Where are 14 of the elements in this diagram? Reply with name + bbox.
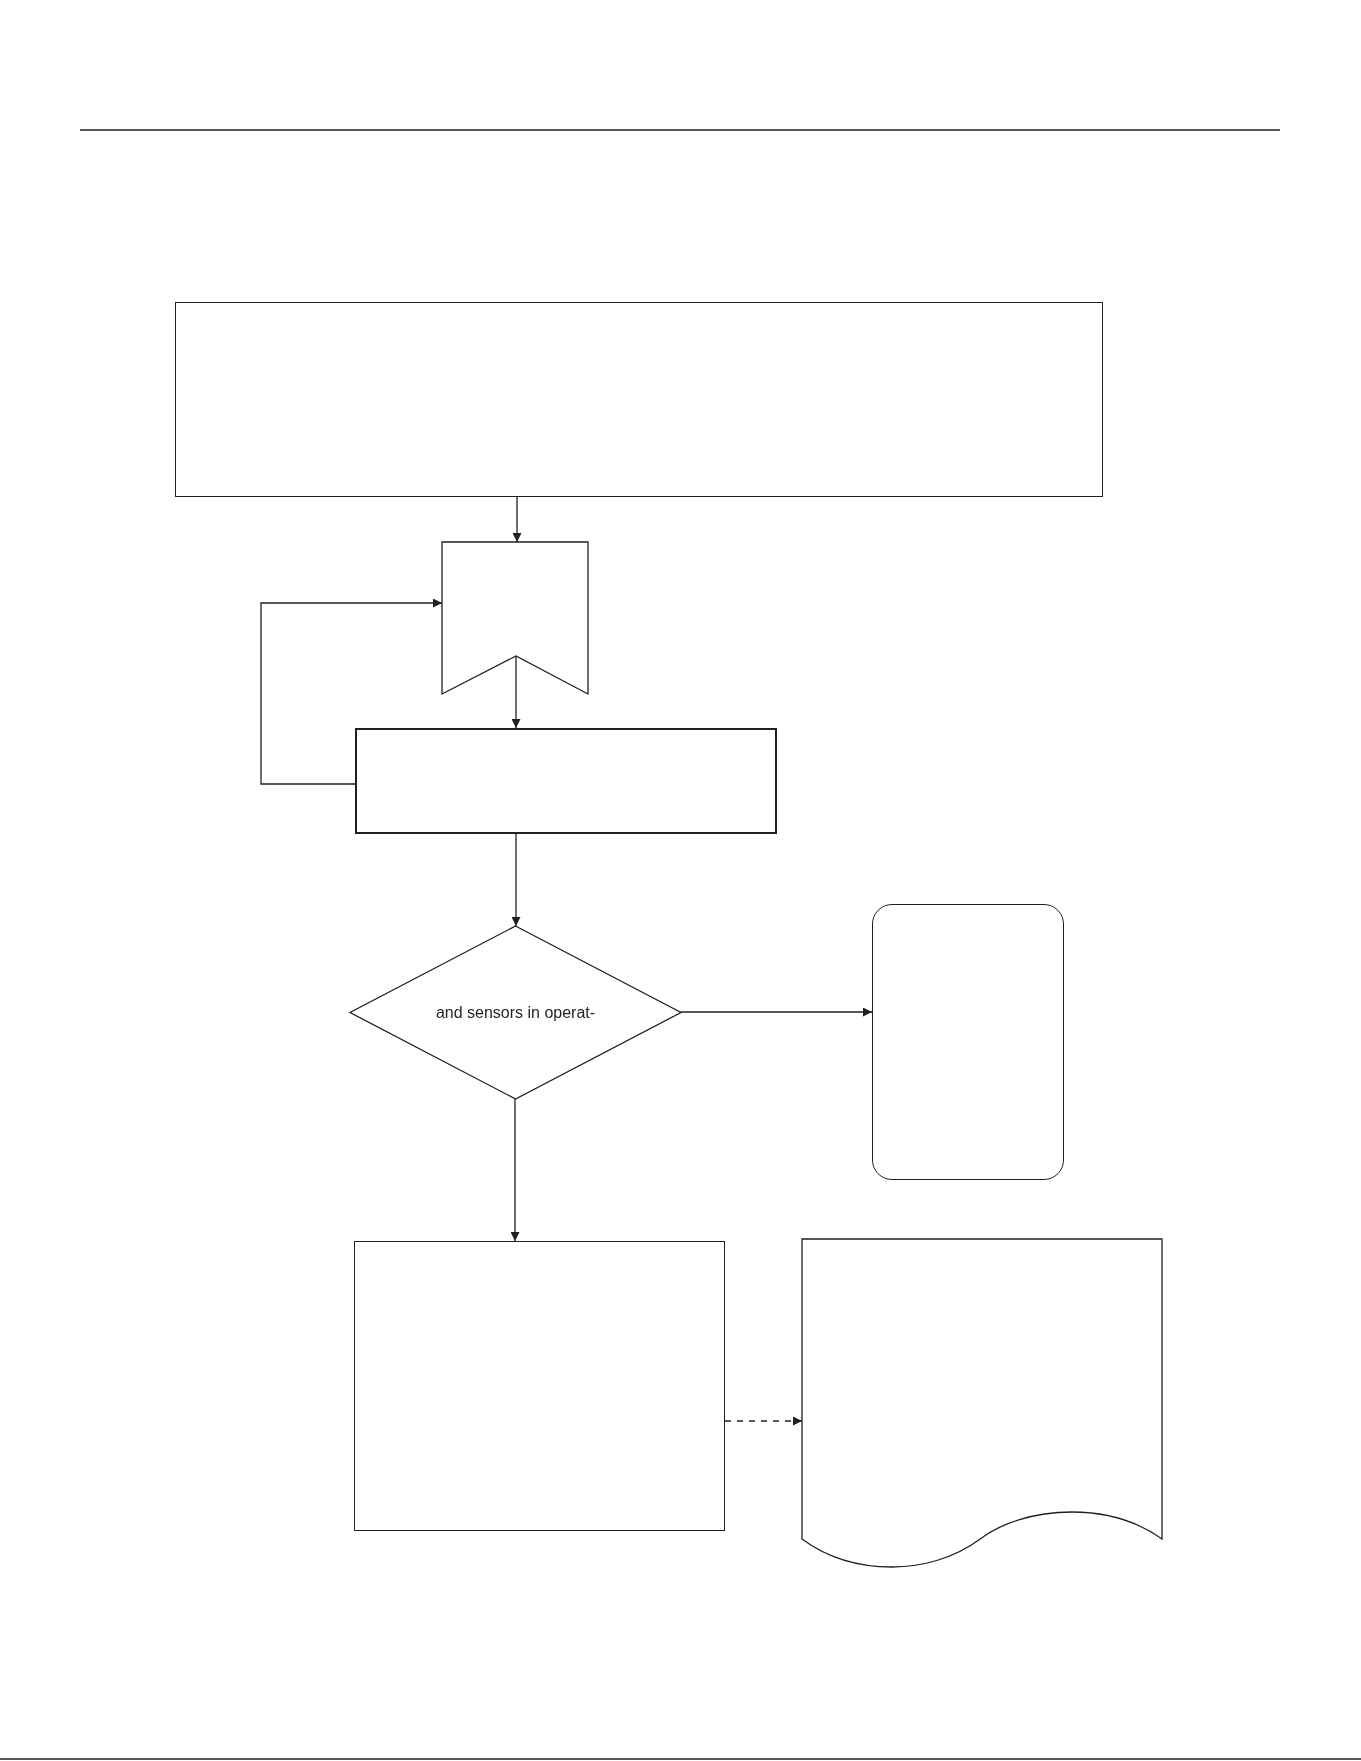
process-box: [175, 302, 1103, 497]
decision-text: and sensors in operat-: [435, 1002, 596, 1023]
arrow: [260, 598, 443, 785]
decision-diamond: [350, 926, 681, 1099]
rounded-box: [872, 904, 1064, 1180]
arrow: [511, 833, 521, 927]
process-box: [355, 728, 777, 834]
arrow: [510, 1098, 520, 1242]
arrow: [512, 496, 522, 543]
arrow: [680, 1007, 873, 1017]
dashed-arrow: [724, 1416, 803, 1426]
document-shape: [802, 1239, 1162, 1569]
off-page-connector: [442, 542, 588, 694]
process-box: [354, 1241, 725, 1531]
